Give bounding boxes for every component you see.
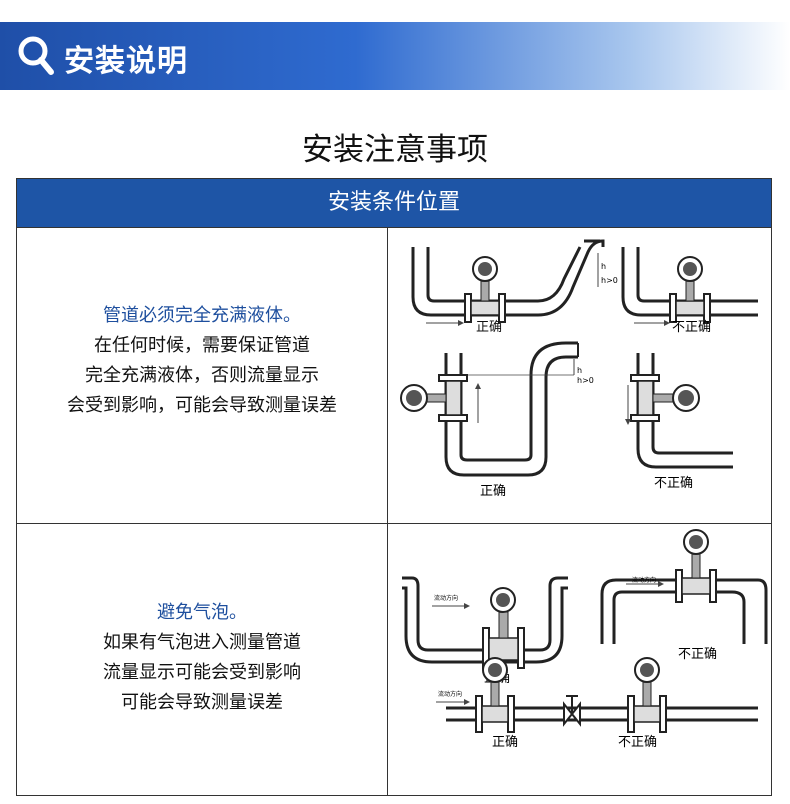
row-text-cell: 避免气泡。 如果有气泡进入测量管道 流量显示可能会受到影响 可能会导致测量误差 [17, 524, 388, 795]
diagram-label: 不正确 [678, 647, 717, 662]
diagram-label: 流动方向 [434, 594, 458, 602]
row-heading: 管道必须完全充满液体。 [103, 305, 301, 326]
row-text: 避免气泡。 如果有气泡进入测量管道 流量显示可能会受到影响 可能会导致测量误差 [17, 598, 387, 718]
row-line: 完全充满液体，否则流量显示 [85, 365, 319, 386]
row-line: 如果有气泡进入测量管道 [103, 632, 301, 653]
row-diagram-cell: 正确 h h>0 不正确 [388, 227, 771, 523]
row-line: 流量显示可能会受到影响 [103, 662, 301, 683]
row-line: 会受到影响，可能会导致测量误差 [67, 395, 337, 416]
row-text: 管道必须完全充满液体。 在任何时候，需要保证管道 完全充满液体，否则流量显示 会… [17, 301, 387, 421]
diagram-label: 不正确 [618, 735, 657, 750]
diagram-label: 不正确 [672, 320, 711, 335]
diagram-label: h>0 [577, 376, 594, 385]
diagram-label: h [601, 262, 606, 271]
table-row: 管道必须完全充满液体。 在任何时候，需要保证管道 完全充满液体，否则流量显示 会… [17, 227, 771, 524]
row-text-cell: 管道必须完全充满液体。 在任何时候，需要保证管道 完全充满液体，否则流量显示 会… [17, 227, 388, 523]
diagram-label: 正确 [480, 484, 506, 499]
diagram-label: 流动方向 [632, 576, 656, 584]
table-row: 避免气泡。 如果有气泡进入测量管道 流量显示可能会受到影响 可能会导致测量误差 … [17, 524, 771, 795]
diagram-label: 不正确 [654, 476, 693, 491]
page-title: 安装注意事项 [302, 132, 488, 168]
section-header: 安装说明 [0, 22, 790, 90]
diagram-label: 流动方向 [438, 690, 462, 698]
row-line: 可能会导致测量误差 [121, 692, 283, 713]
diagram-label: h>0 [601, 276, 618, 285]
row-diagram-cell: 流动方向 正确 流动方向 不正确 [388, 524, 771, 795]
install-table: 安装条件位置 管道必须完全充满液体。 在任何时候，需要保证管道 完全充满液体，否… [16, 178, 772, 796]
row-line: 在任何时候，需要保证管道 [94, 335, 310, 356]
bubble-diagram: 流动方向 正确 流动方向 不正确 [402, 529, 768, 750]
diagram-label: 正确 [476, 320, 502, 335]
row-heading: 避免气泡。 [157, 602, 247, 623]
full-pipe-diagram: 正确 h h>0 不正确 [400, 239, 758, 499]
diagram-label: 正确 [492, 735, 518, 750]
search-icon [18, 36, 54, 75]
diagram-label: h [577, 366, 582, 375]
header-title: 安装说明 [64, 44, 188, 79]
table-header: 安装条件位置 [17, 179, 771, 228]
